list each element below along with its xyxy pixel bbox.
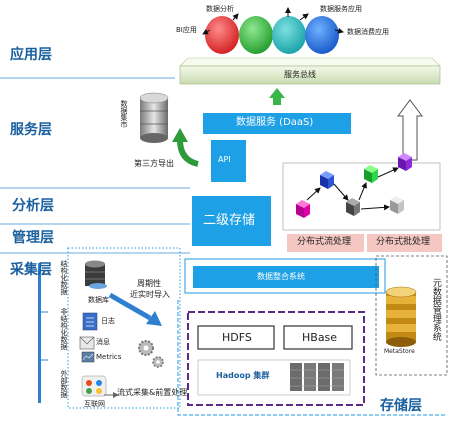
daas-label: 数据服务 (DaaS) xyxy=(236,117,314,128)
hdfs-label: HDFS xyxy=(222,331,252,344)
periodic-label-2: 近实时导入 xyxy=(130,290,170,299)
storage-outline xyxy=(187,311,365,406)
database-icon xyxy=(85,260,107,289)
layer-label-service: 服务层 xyxy=(10,122,52,138)
stream-label: 分布式流处理 xyxy=(297,237,352,247)
periodic-label-1: 周期性 xyxy=(137,279,161,288)
hadoop-label: Hadoop 集群 xyxy=(216,371,270,380)
hbase-label: HBase xyxy=(302,331,338,344)
app-circle-green xyxy=(239,16,273,54)
secondary-storage-label: 二级存储 xyxy=(203,213,256,228)
integration-bar xyxy=(193,266,379,288)
app-circle-teal xyxy=(272,16,306,54)
metrics-icon xyxy=(81,351,95,363)
hbase-box xyxy=(283,325,353,350)
metadata-outline xyxy=(375,255,448,376)
gear-icon xyxy=(138,340,164,368)
layer-label-storage: 存储层 xyxy=(380,398,422,414)
batch-label: 分布式批处理 xyxy=(376,237,431,247)
collect-bracket xyxy=(38,263,41,403)
hollow-up-arrow xyxy=(397,99,423,161)
stream-box xyxy=(287,234,364,252)
app-label-consume: 数据消费应用 xyxy=(347,28,389,36)
log-icon xyxy=(82,312,98,331)
analysis-box xyxy=(282,162,441,231)
import-arrow xyxy=(108,292,162,326)
data-mart-db-icon xyxy=(139,92,169,143)
secondary-storage-box xyxy=(192,196,271,246)
layer-label-analysis: 分析层 xyxy=(12,198,54,214)
app-label-bi: BI应用 xyxy=(176,26,197,34)
hdfs-box xyxy=(197,325,275,350)
stream-collect-label: 流式采集&前置处理 xyxy=(117,388,188,397)
layer-label-manage: 管理层 xyxy=(12,230,54,246)
layer-label-collect: 采集层 xyxy=(10,262,52,278)
external-label: 外部数据 xyxy=(60,370,68,398)
service-bus xyxy=(179,65,441,85)
bus-up-arrow xyxy=(269,88,285,105)
integration-label: 数据整合系统 xyxy=(257,272,305,281)
unstructured-label: 非结构化数据 xyxy=(60,308,68,350)
message-icon xyxy=(79,336,95,350)
log-label: 日志 xyxy=(101,317,115,325)
hadoop-servers xyxy=(290,363,344,391)
metrics-label: Metrics xyxy=(96,353,122,361)
app-circles xyxy=(205,16,339,54)
export-label: 第三方导出 xyxy=(134,159,174,168)
internet-icon xyxy=(81,375,107,397)
daas-box xyxy=(203,113,351,134)
database-label: 数据库 xyxy=(88,296,109,304)
metastore-db-icon xyxy=(385,286,417,347)
internet-label: 互联网 xyxy=(84,400,105,408)
layer-dividers xyxy=(0,77,190,254)
app-circle-red xyxy=(205,16,239,54)
api-box xyxy=(211,140,246,182)
analysis-cubes xyxy=(296,153,412,218)
service-bus-label: 服务总线 xyxy=(284,70,316,79)
app-label-analysis: 数据分析 xyxy=(206,5,234,13)
layer-label-app: 应用层 xyxy=(10,47,52,63)
structured-label: 结构化数据 xyxy=(60,260,68,295)
export-arrow xyxy=(172,128,199,167)
api-label: API xyxy=(218,155,231,164)
cube-arrows xyxy=(306,167,399,211)
data-mart-label: 数据集市 xyxy=(120,100,128,128)
batch-box xyxy=(367,234,442,252)
collect-outline xyxy=(67,247,181,409)
integration-outline xyxy=(184,258,386,294)
app-circle-blue xyxy=(305,16,339,54)
metadata-system-label: 元数据管理系统 xyxy=(430,278,441,341)
message-label: 消息 xyxy=(96,338,110,346)
bus-top xyxy=(179,57,441,67)
app-arrows xyxy=(202,7,344,35)
metastore-label: MetaStore xyxy=(384,348,415,355)
app-label-service: 数据服务应用 xyxy=(320,5,362,13)
